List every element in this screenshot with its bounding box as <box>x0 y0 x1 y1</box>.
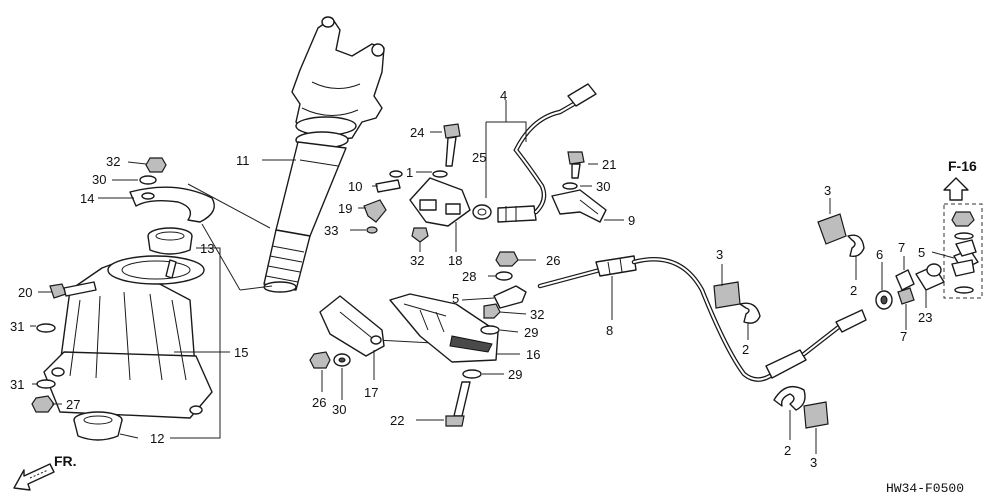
leader-lines <box>30 100 955 454</box>
label-19: 19 <box>338 201 352 216</box>
label-3-lower: 3 <box>810 455 817 470</box>
grommet-3-mid <box>713 281 741 309</box>
label-21: 21 <box>602 157 616 172</box>
label-10: 10 <box>348 179 362 194</box>
bracket-18 <box>409 177 471 227</box>
label-5-mid: 5 <box>452 291 459 306</box>
label-18: 18 <box>448 253 462 268</box>
bracket-16 <box>389 293 499 363</box>
label-1: 1 <box>406 165 413 180</box>
washer-29-lower <box>462 369 482 379</box>
nut-32-mid <box>411 227 429 243</box>
label-30-lower: 30 <box>332 402 346 417</box>
label-30-mid: 30 <box>596 179 610 194</box>
washer-28 <box>495 271 513 281</box>
label-29-upper: 29 <box>524 325 538 340</box>
label-27: 27 <box>66 397 80 412</box>
label-5-right: 5 <box>918 245 925 260</box>
label-28: 28 <box>462 269 476 284</box>
steering-column <box>263 16 385 293</box>
label-14: 14 <box>80 191 94 206</box>
clip-7-lower <box>897 287 915 305</box>
label-30-left: 30 <box>92 172 106 187</box>
label-26-lower: 26 <box>312 395 326 410</box>
label-16: 16 <box>526 347 540 362</box>
bolt-24 <box>443 123 461 167</box>
label-2-lower: 2 <box>784 443 791 458</box>
direction-label: FR. <box>54 453 77 469</box>
label-32-left: 32 <box>106 154 120 169</box>
nut-32-lower <box>483 303 501 319</box>
clamp-2-lower <box>773 386 806 411</box>
washer-29-upper <box>480 325 500 335</box>
collar-6 <box>875 290 893 310</box>
reference-label: F-16 <box>948 158 977 174</box>
sensor-25 <box>472 204 492 220</box>
bracket-17 <box>319 295 385 357</box>
label-2-mid: 2 <box>742 342 749 357</box>
washer-1 <box>432 170 448 178</box>
label-12: 12 <box>150 431 164 446</box>
label-32-lower: 32 <box>530 307 544 322</box>
label-9: 9 <box>628 213 635 228</box>
part-labels: 11 32 30 14 13 20 31 15 31 27 12 4 24 25… <box>10 88 977 496</box>
label-4: 4 <box>500 88 507 103</box>
grommet-3-upper-right <box>817 213 847 245</box>
label-31-upper: 31 <box>10 319 24 334</box>
label-15: 15 <box>234 345 248 360</box>
steering-housing <box>43 255 213 419</box>
nut-33 <box>366 226 378 234</box>
label-33: 33 <box>324 223 338 238</box>
label-31-lower: 31 <box>10 377 24 392</box>
label-24: 24 <box>410 125 424 140</box>
clip-19 <box>363 199 387 223</box>
label-13: 13 <box>200 241 214 256</box>
clip-7-upper <box>895 269 915 291</box>
label-3-mid: 3 <box>716 247 723 262</box>
label-17: 17 <box>364 385 378 400</box>
label-2-upper: 2 <box>850 283 857 298</box>
bracket-9 <box>551 189 607 223</box>
upper-bushing <box>147 227 193 255</box>
joint-23 <box>915 263 945 291</box>
label-23: 23 <box>918 310 932 325</box>
cable-end-5 <box>493 285 527 309</box>
label-22: 22 <box>390 413 404 428</box>
pin-10 <box>375 170 403 193</box>
clamp-2-upper-right <box>847 234 865 258</box>
label-7-lower: 7 <box>900 329 907 344</box>
diagram-code: HW34-F0500 <box>886 481 964 496</box>
bolt-22 <box>445 381 471 427</box>
label-29-lower: 29 <box>508 367 522 382</box>
grommet-3-lower <box>803 401 829 429</box>
label-7-upper: 7 <box>898 240 905 255</box>
reference-box <box>943 177 983 299</box>
clamp-2-mid <box>739 302 761 324</box>
nut-26-lower <box>309 351 331 369</box>
cover-plate <box>129 186 215 223</box>
washer-30-mid <box>562 182 578 190</box>
label-8: 8 <box>606 323 613 338</box>
label-6: 6 <box>876 247 883 262</box>
label-3-upper: 3 <box>824 183 831 198</box>
label-11: 11 <box>236 153 250 168</box>
label-25: 25 <box>472 150 486 165</box>
sensor-assembly-4 <box>497 83 597 223</box>
label-20: 20 <box>18 285 32 300</box>
bolt-21 <box>567 151 585 179</box>
label-32-mid: 32 <box>410 253 424 268</box>
front-direction-arrow <box>13 463 55 491</box>
control-cable <box>537 255 867 382</box>
nut-26-upper <box>495 251 519 267</box>
lower-bushing <box>73 411 123 441</box>
hardware-left <box>31 157 167 413</box>
washer-30-lower <box>333 353 351 367</box>
label-26-upper: 26 <box>546 253 560 268</box>
